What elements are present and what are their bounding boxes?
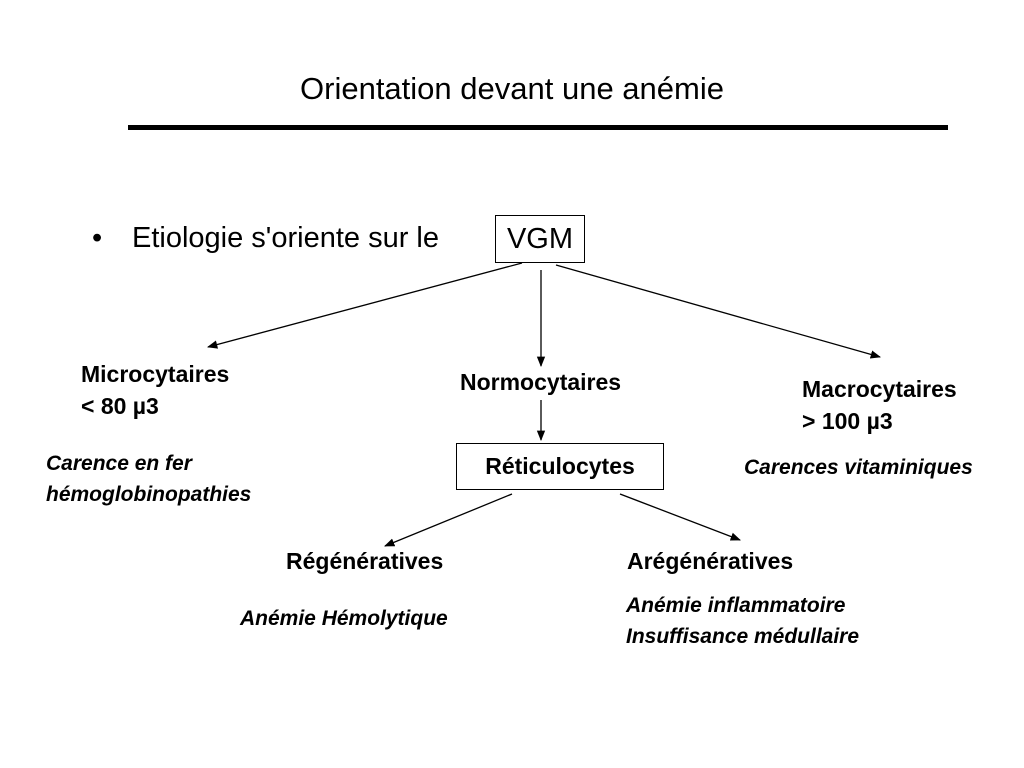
normocytaires-label: Normocytaires bbox=[460, 369, 622, 395]
microcytaires-threshold: < 80 µ3 bbox=[81, 393, 159, 419]
cause-hemoglobinopathies: hémoglobinopathies bbox=[46, 483, 252, 506]
node-normocytaires: Normocytaires bbox=[460, 366, 621, 398]
arrow-to-aregeneratives bbox=[619, 493, 741, 541]
arrow-to-macrocytaires bbox=[555, 264, 882, 359]
slide-title: Orientation devant une anémie bbox=[300, 71, 724, 106]
causes-aregeneratives: Anémie inflammatoire Insuffisance médull… bbox=[626, 590, 859, 652]
title-underline bbox=[128, 125, 948, 130]
macrocytaires-label: Macrocytaires bbox=[802, 376, 957, 402]
node-microcytaires: Microcytaires < 80 µ3 bbox=[81, 358, 229, 422]
cause-insuffisance-medullaire: Insuffisance médullaire bbox=[626, 625, 860, 648]
macrocytaires-threshold: > 100 µ3 bbox=[802, 408, 893, 434]
node-macrocytaires: Macrocytaires > 100 µ3 bbox=[802, 373, 957, 437]
cause-carences-vitaminiques: Carences vitaminiques bbox=[744, 456, 973, 479]
causes-microcytaires: Carence en fer hémoglobinopathies bbox=[46, 448, 251, 510]
bullet-text: Etiologie s'oriente sur le bbox=[132, 222, 439, 254]
node-regeneratives: Régénératives bbox=[286, 548, 444, 574]
reticulocytes-box: Réticulocytes bbox=[456, 443, 664, 490]
arrow-to-microcytaires bbox=[206, 262, 523, 349]
node-aregeneratives: Arégénératives bbox=[627, 548, 794, 574]
vgm-box: VGM bbox=[495, 215, 585, 263]
cause-anemie-hemolytique: Anémie Hémolytique bbox=[240, 607, 448, 630]
arrow-to-regeneratives bbox=[384, 493, 513, 547]
cause-carence-fer: Carence en fer bbox=[46, 452, 192, 475]
cause-anemie-inflammatoire: Anémie inflammatoire bbox=[626, 594, 846, 617]
microcytaires-label: Microcytaires bbox=[81, 361, 230, 387]
bullet-marker: • bbox=[92, 222, 103, 254]
